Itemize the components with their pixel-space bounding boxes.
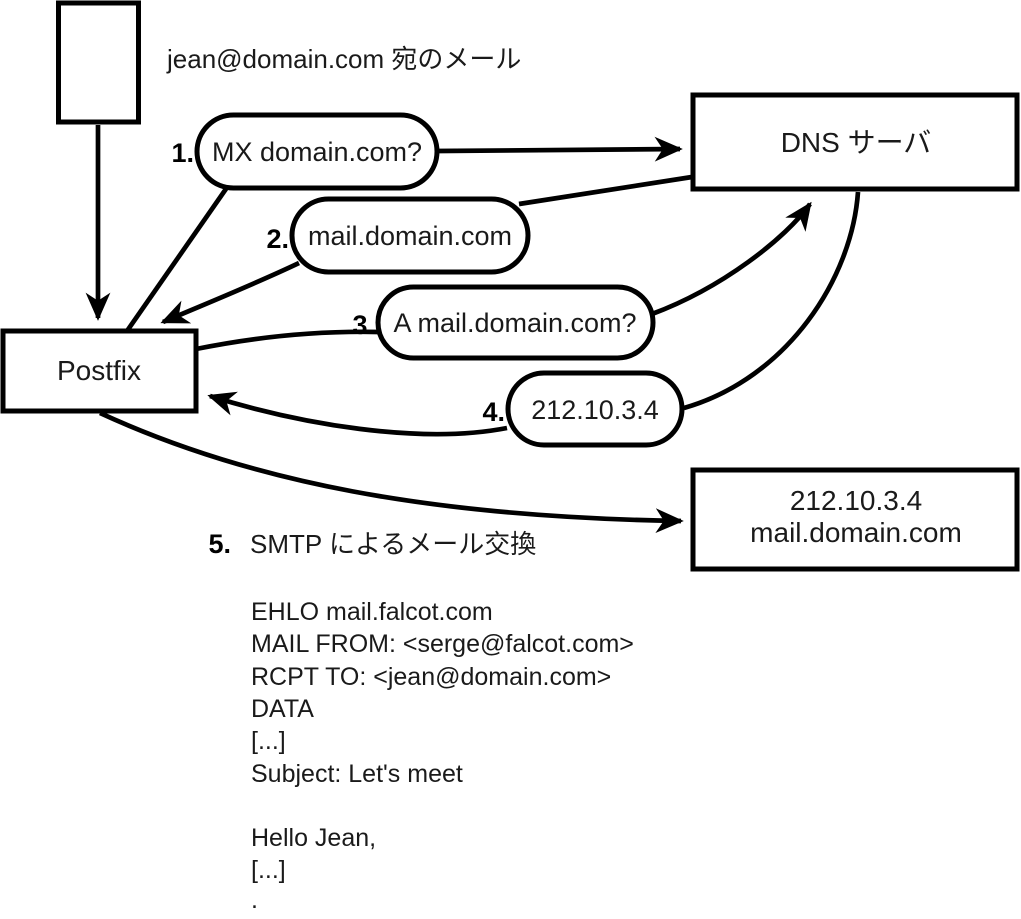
postfix-label: Postfix [57, 355, 141, 386]
dns-server-box [690, 92, 1020, 192]
arrow-mx-query-to-dns [437, 136, 683, 162]
step4-number: 4. [482, 397, 505, 427]
arrow-a-answer-to-postfix [207, 391, 508, 437]
line-a-answer-from-dns [683, 191, 861, 411]
arrow-mx-answer-to-postfix [160, 260, 301, 325]
smtp-line: Hello Jean, [251, 824, 376, 852]
smtp-line: RCPT TO: <jean@domain.com> [251, 663, 611, 691]
step1-pill [194, 112, 440, 191]
mail-message-box [56, 0, 141, 125]
dns-server-label: DNS サーバ [781, 127, 932, 158]
mail-server-box [690, 467, 1020, 572]
arrow-a-query-to-dns [651, 201, 812, 317]
smtp-line: EHLO mail.falcot.com [251, 598, 493, 626]
smtp-line: [...] [251, 856, 286, 884]
step2-label: mail.domain.com [308, 221, 512, 251]
step3-pill [375, 284, 656, 361]
smtp-line: DATA [251, 695, 314, 723]
step3-label: A mail.domain.com? [393, 308, 636, 338]
arrow-postfix-to-mail-server [99, 410, 684, 533]
step1-label: MX domain.com? [212, 137, 422, 167]
mail-server-host-label: mail.domain.com [750, 517, 962, 548]
smtp-line: [...] [251, 727, 286, 755]
smtp-line: MAIL FROM: <serge@falcot.com> [251, 630, 634, 658]
smtp-session: EHLO mail.falcot.com MAIL FROM: <serge@f… [251, 598, 634, 914]
step1-number: 1. [171, 138, 194, 168]
postfix-box [0, 328, 199, 414]
step3-number: 3. [352, 310, 375, 340]
step4-label: 212.10.3.4 [531, 395, 659, 425]
step5-label: SMTP によるメール交換 [250, 529, 536, 559]
step2-pill [289, 196, 531, 275]
line-mx-answer-to-dns [518, 174, 693, 207]
line-postfix-to-mx-query [125, 184, 230, 333]
step4-pill [505, 370, 685, 448]
smtp-line: . [251, 886, 258, 914]
smtp-line: Subject: Let's meet [251, 760, 463, 788]
step5-number: 5. [208, 529, 231, 559]
mail-server-ip-label: 212.10.3.4 [790, 485, 922, 516]
mail-note-label: jean@domain.com 宛のメール [166, 44, 521, 74]
step2-number: 2. [266, 224, 289, 254]
line-postfix-to-a-query [195, 329, 380, 352]
